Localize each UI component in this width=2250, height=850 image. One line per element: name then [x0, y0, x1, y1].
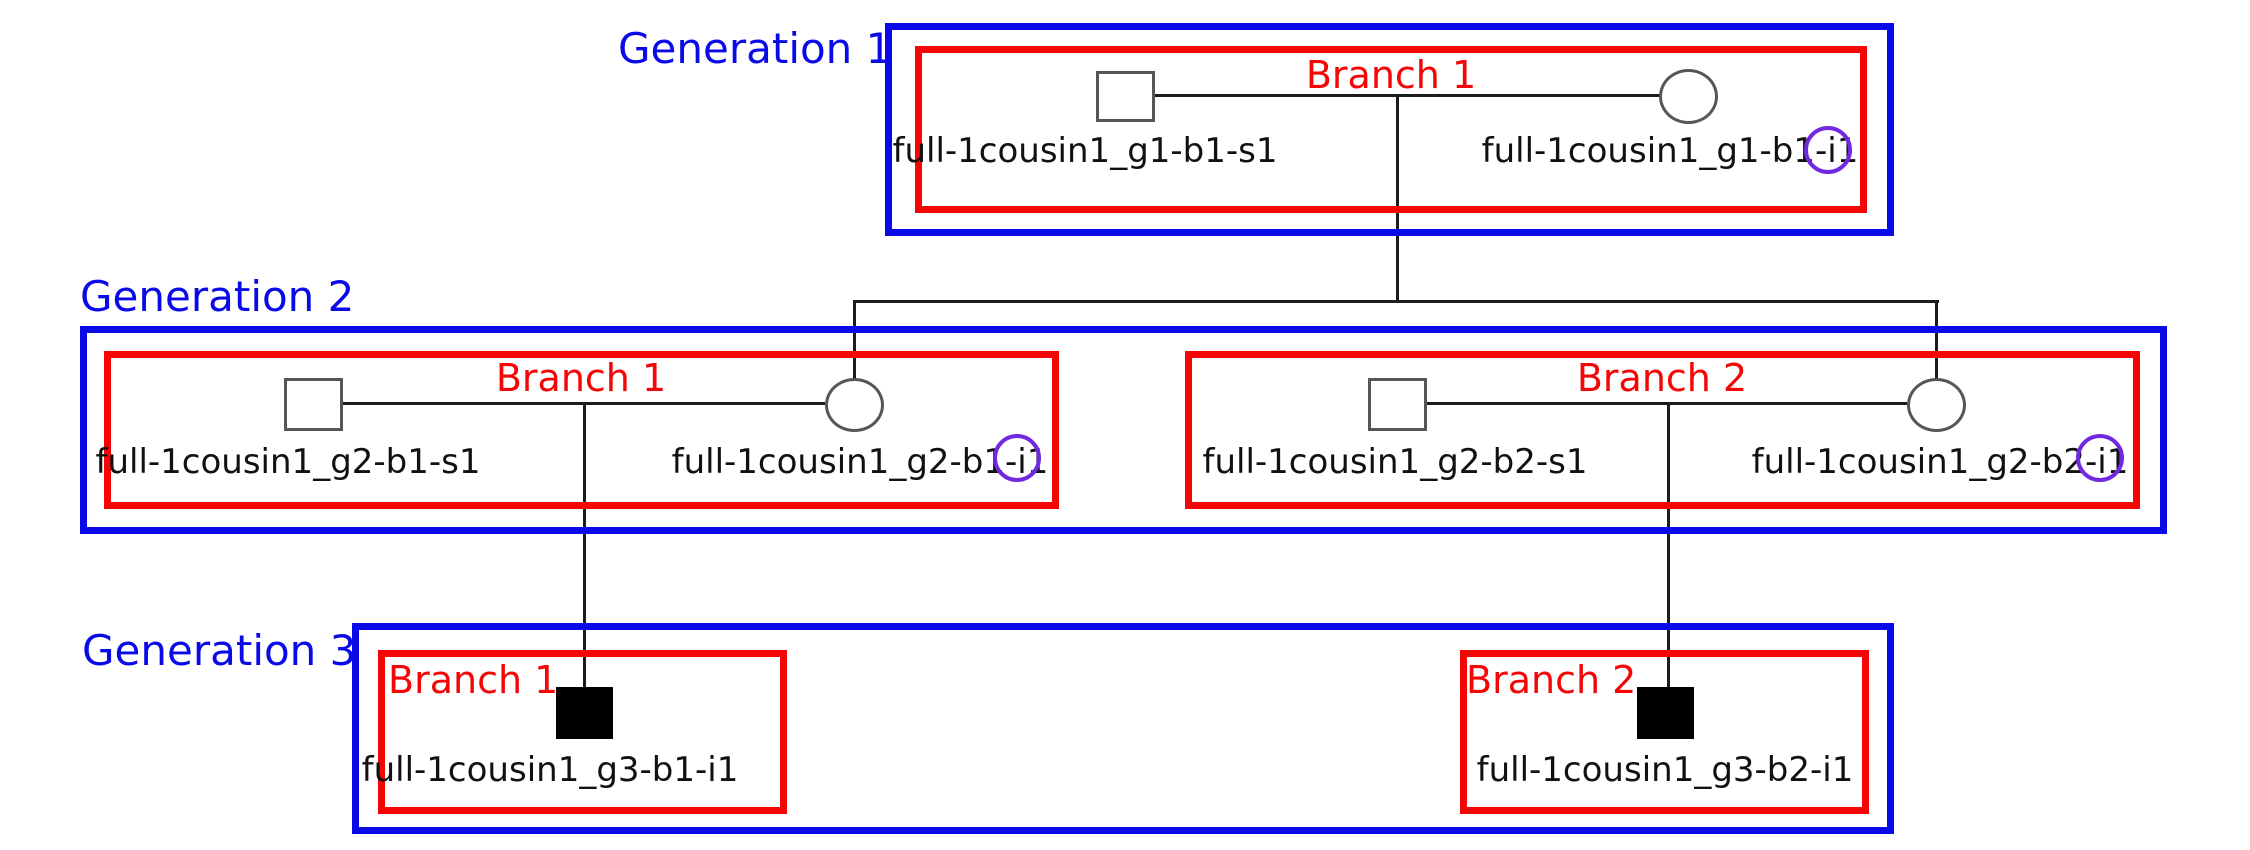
gen2-branch1-member-circle-icon — [825, 378, 884, 432]
gen2-branch1-spouse-square-icon — [284, 378, 343, 431]
individual-label: full-1cousin1_g3-b1-i1 — [361, 750, 739, 790]
individual-label: full-1cousin1_g1-b1-s1 — [892, 131, 1278, 171]
gen3-branch1-affected-square-icon — [556, 687, 613, 739]
gen3-branch2-affected-square-icon — [1637, 687, 1694, 739]
individual-label: full-1cousin1_g1-b1-i1 — [1481, 131, 1859, 171]
gen2-branch2-box — [1185, 351, 2140, 509]
gen1-member-circle-icon — [1659, 69, 1718, 124]
generation3-label: Generation 3 — [82, 626, 357, 675]
sibship-stub-left-line — [853, 302, 856, 380]
gen2-branch2-label: Branch 2 — [1576, 356, 1748, 400]
gen3-branch1-box — [378, 650, 787, 814]
gen3-branch1-label: Branch 1 — [388, 658, 559, 702]
gen2-branch2-spouse-square-icon — [1368, 378, 1427, 431]
gen1-proband-ring-icon — [1804, 126, 1852, 174]
generation3-box — [352, 623, 1894, 834]
generation1-box — [885, 23, 1894, 236]
generation2-box — [80, 326, 2167, 534]
individual-label: full-1cousin1_g2-b1-s1 — [95, 442, 481, 482]
individual-label: full-1cousin1_g3-b2-i1 — [1476, 750, 1854, 790]
gen1-spouse-square-icon — [1096, 71, 1155, 122]
gen2-branch2-member-circle-icon — [1907, 378, 1966, 432]
gen1-branch1-label: Branch 1 — [1305, 53, 1477, 97]
sibship-stub-right-line — [1935, 302, 1938, 380]
gen2-branch1-descent-line — [583, 404, 586, 689]
gen1-branch1-box — [915, 46, 1867, 213]
gen2-branch1-proband-ring-icon — [993, 434, 1041, 482]
gen3-branch2-box — [1460, 650, 1869, 814]
individual-label: full-1cousin1_g2-b2-i1 — [1751, 442, 2129, 482]
gen3-branch2-label: Branch 2 — [1466, 658, 1637, 702]
generation1-label: Generation 1 — [618, 24, 893, 73]
gen1-couple-line — [1155, 94, 1660, 97]
gen2-branch2-proband-ring-icon — [2076, 434, 2124, 482]
gen2-branch1-couple-line — [343, 402, 825, 405]
gen1-sibship-line — [853, 300, 1939, 303]
gen2-branch2-descent-line — [1667, 404, 1670, 689]
gen1-descent-line — [1396, 96, 1399, 303]
gen2-branch1-label: Branch 1 — [495, 356, 667, 400]
individual-label: full-1cousin1_g2-b2-s1 — [1202, 442, 1588, 482]
gen2-branch1-box — [104, 351, 1059, 509]
generation2-label: Generation 2 — [80, 272, 355, 321]
gen2-branch2-couple-line — [1427, 402, 1907, 405]
individual-label: full-1cousin1_g2-b1-i1 — [671, 442, 1049, 482]
